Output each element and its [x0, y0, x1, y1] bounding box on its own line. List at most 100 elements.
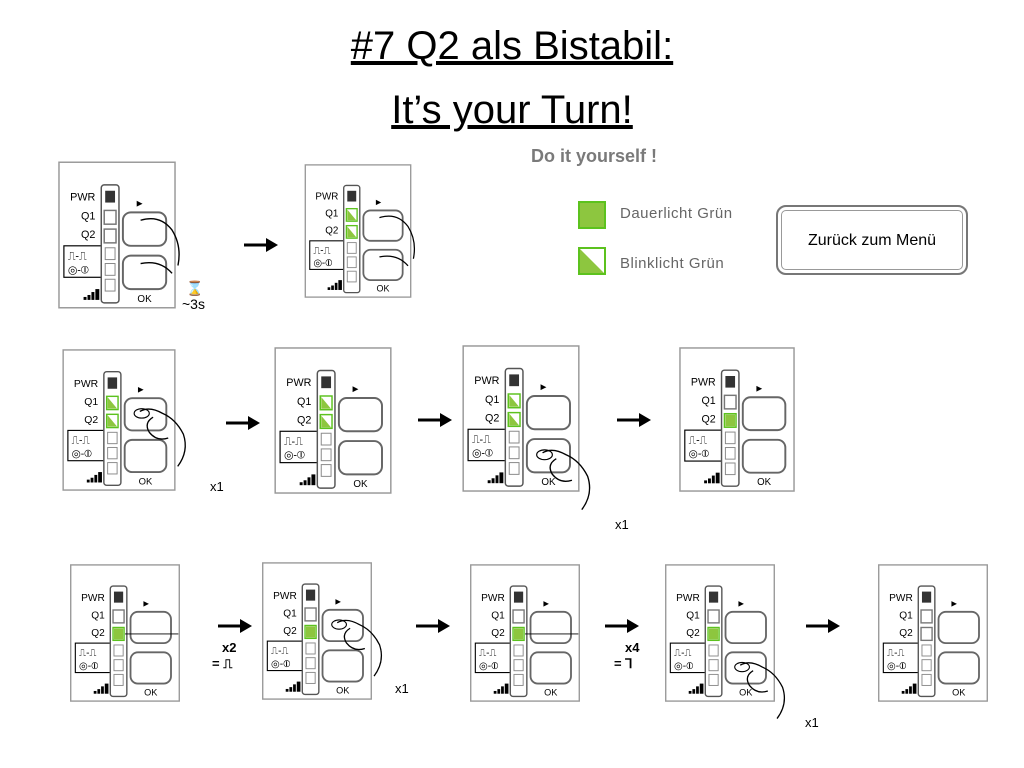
pulse-symbol: ⎍-⎍ [271, 646, 289, 657]
next-button[interactable] [129, 610, 172, 645]
ok-button[interactable] [121, 254, 168, 291]
legend-blink-swatch [578, 247, 606, 275]
flash-note-x4: x4 [625, 640, 640, 655]
ok-button[interactable] [724, 651, 767, 685]
mode-symbol: ◎-⦶ [472, 448, 493, 460]
mode-symbol: ◎-⦶ [79, 661, 99, 672]
signal-bars-icon [327, 280, 342, 290]
q2-label: Q2 [899, 628, 913, 639]
arrow-right-icon [418, 413, 452, 432]
next-button[interactable] [362, 209, 404, 242]
q1-led [723, 394, 737, 410]
mode-symbol: ◎-⦶ [887, 661, 907, 672]
q2-label: Q2 [283, 626, 297, 637]
signal-bars-icon [704, 472, 720, 484]
q2-led [707, 626, 720, 642]
next-button[interactable] [121, 211, 168, 247]
ok-label: OK [541, 477, 556, 488]
pwr-led [321, 376, 332, 389]
ok-button[interactable] [123, 438, 168, 474]
mode-symbol: ◎-⦶ [479, 661, 499, 672]
next-arrow-icon: ► [542, 598, 551, 608]
q1-led [512, 609, 525, 624]
signal-bars-icon [299, 474, 316, 486]
ok-button[interactable] [525, 438, 571, 474]
pulse-symbol: ⎍-⎍ [313, 245, 330, 256]
q1-led [345, 207, 358, 222]
pwr-label: PWR [273, 591, 297, 602]
q2-led [304, 624, 317, 640]
next-button[interactable] [529, 610, 572, 645]
ok-button[interactable] [741, 438, 787, 474]
next-button[interactable] [525, 394, 571, 431]
q1-label: Q1 [686, 610, 700, 621]
page-title-line-2: It’s your Turn! [391, 88, 633, 132]
next-button[interactable] [123, 397, 168, 432]
arrow-right-icon [617, 413, 651, 432]
arrow-right-icon [226, 416, 260, 435]
subtitle: Do it yourself ! [531, 146, 658, 166]
next-button[interactable] [337, 396, 383, 433]
ok-label: OK [139, 476, 153, 487]
q2-led [920, 626, 933, 642]
pwr-label: PWR [676, 593, 700, 604]
mode-symbol: ◎-⦶ [313, 258, 332, 269]
ok-button[interactable] [129, 651, 172, 685]
mode-symbol: ◎-⦶ [72, 449, 92, 460]
signal-bars-icon [493, 683, 509, 694]
q2-led [112, 626, 125, 642]
pwr-label: PWR [81, 593, 105, 604]
pwr-label: PWR [74, 379, 99, 390]
next-arrow-icon: ► [334, 596, 343, 606]
q2-label: Q2 [702, 413, 716, 425]
ok-button[interactable] [529, 651, 572, 685]
q1-led [304, 607, 317, 622]
timer-text: ~3s [182, 296, 205, 312]
page-title-line-1: #7 Q2 als Bistabil: [350, 24, 674, 68]
q1-label: Q1 [297, 396, 311, 408]
ok-label: OK [353, 479, 368, 490]
mode-symbol: ◎-⦶ [674, 661, 694, 672]
next-button[interactable] [937, 610, 980, 645]
q2-label: Q2 [686, 628, 700, 639]
next-arrow-icon: ► [136, 385, 145, 396]
q1-label: Q1 [491, 610, 505, 621]
q1-label: Q1 [325, 209, 338, 220]
signal-bars-icon [487, 472, 504, 484]
pulse-symbol: ⎍-⎍ [68, 251, 87, 263]
q2-led [319, 413, 333, 430]
signal-bars-icon [86, 472, 102, 483]
q1-label: Q1 [485, 394, 499, 406]
mode-symbol: ◎-⦶ [284, 450, 305, 462]
ok-label: OK [336, 686, 350, 696]
q1-label: Q1 [702, 395, 716, 407]
next-button[interactable] [724, 610, 767, 645]
ok-button[interactable] [321, 649, 364, 683]
back-to-menu-button[interactable]: Zurück zum Menü [776, 205, 968, 275]
ok-button[interactable] [937, 651, 980, 685]
q1-led [103, 209, 117, 225]
q2-label: Q2 [91, 628, 105, 639]
pulse-symbol: ⎍-⎍ [72, 436, 90, 447]
next-button[interactable] [321, 608, 364, 643]
q2-label: Q2 [485, 412, 499, 424]
ok-label: OK [739, 688, 753, 698]
back-to-menu-label: Zurück zum Menü [807, 232, 937, 249]
pulse-symbol: ⎍-⎍ [479, 648, 497, 659]
blink-triangle-icon [580, 249, 604, 273]
ok-button[interactable] [362, 248, 404, 282]
q1-led [105, 395, 119, 411]
mode-symbol: ◎-⦶ [271, 659, 291, 670]
mode-symbol: ◎-⦶ [68, 264, 89, 276]
next-button[interactable] [741, 396, 787, 432]
ok-label: OK [757, 477, 772, 488]
next-arrow-icon: ► [754, 383, 764, 394]
q2-led [103, 228, 117, 244]
next-arrow-icon: ► [950, 598, 959, 608]
ok-button[interactable] [337, 440, 383, 476]
